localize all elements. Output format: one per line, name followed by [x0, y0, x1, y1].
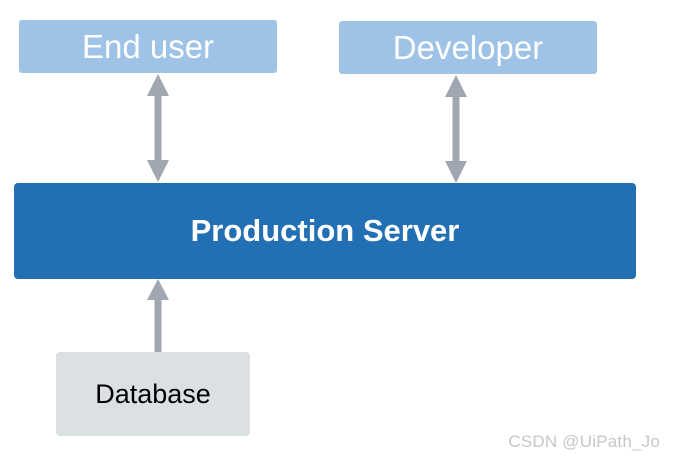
end-user-node: End user [19, 20, 277, 73]
end-user-label: End user [81, 27, 215, 65]
production-server-label: Production Server [190, 213, 460, 248]
database-label: Database [95, 378, 211, 409]
arrow-developer-server [445, 75, 467, 183]
production-server-node: Production Server [14, 183, 636, 279]
developer-label: Developer [392, 28, 544, 66]
developer-node: Developer [339, 21, 597, 74]
arrow-end-user-server [147, 74, 169, 182]
arrow-database-server [147, 279, 169, 352]
watermark: CSDN @UiPath_Jo [508, 432, 660, 451]
database-node: Database [56, 352, 250, 436]
